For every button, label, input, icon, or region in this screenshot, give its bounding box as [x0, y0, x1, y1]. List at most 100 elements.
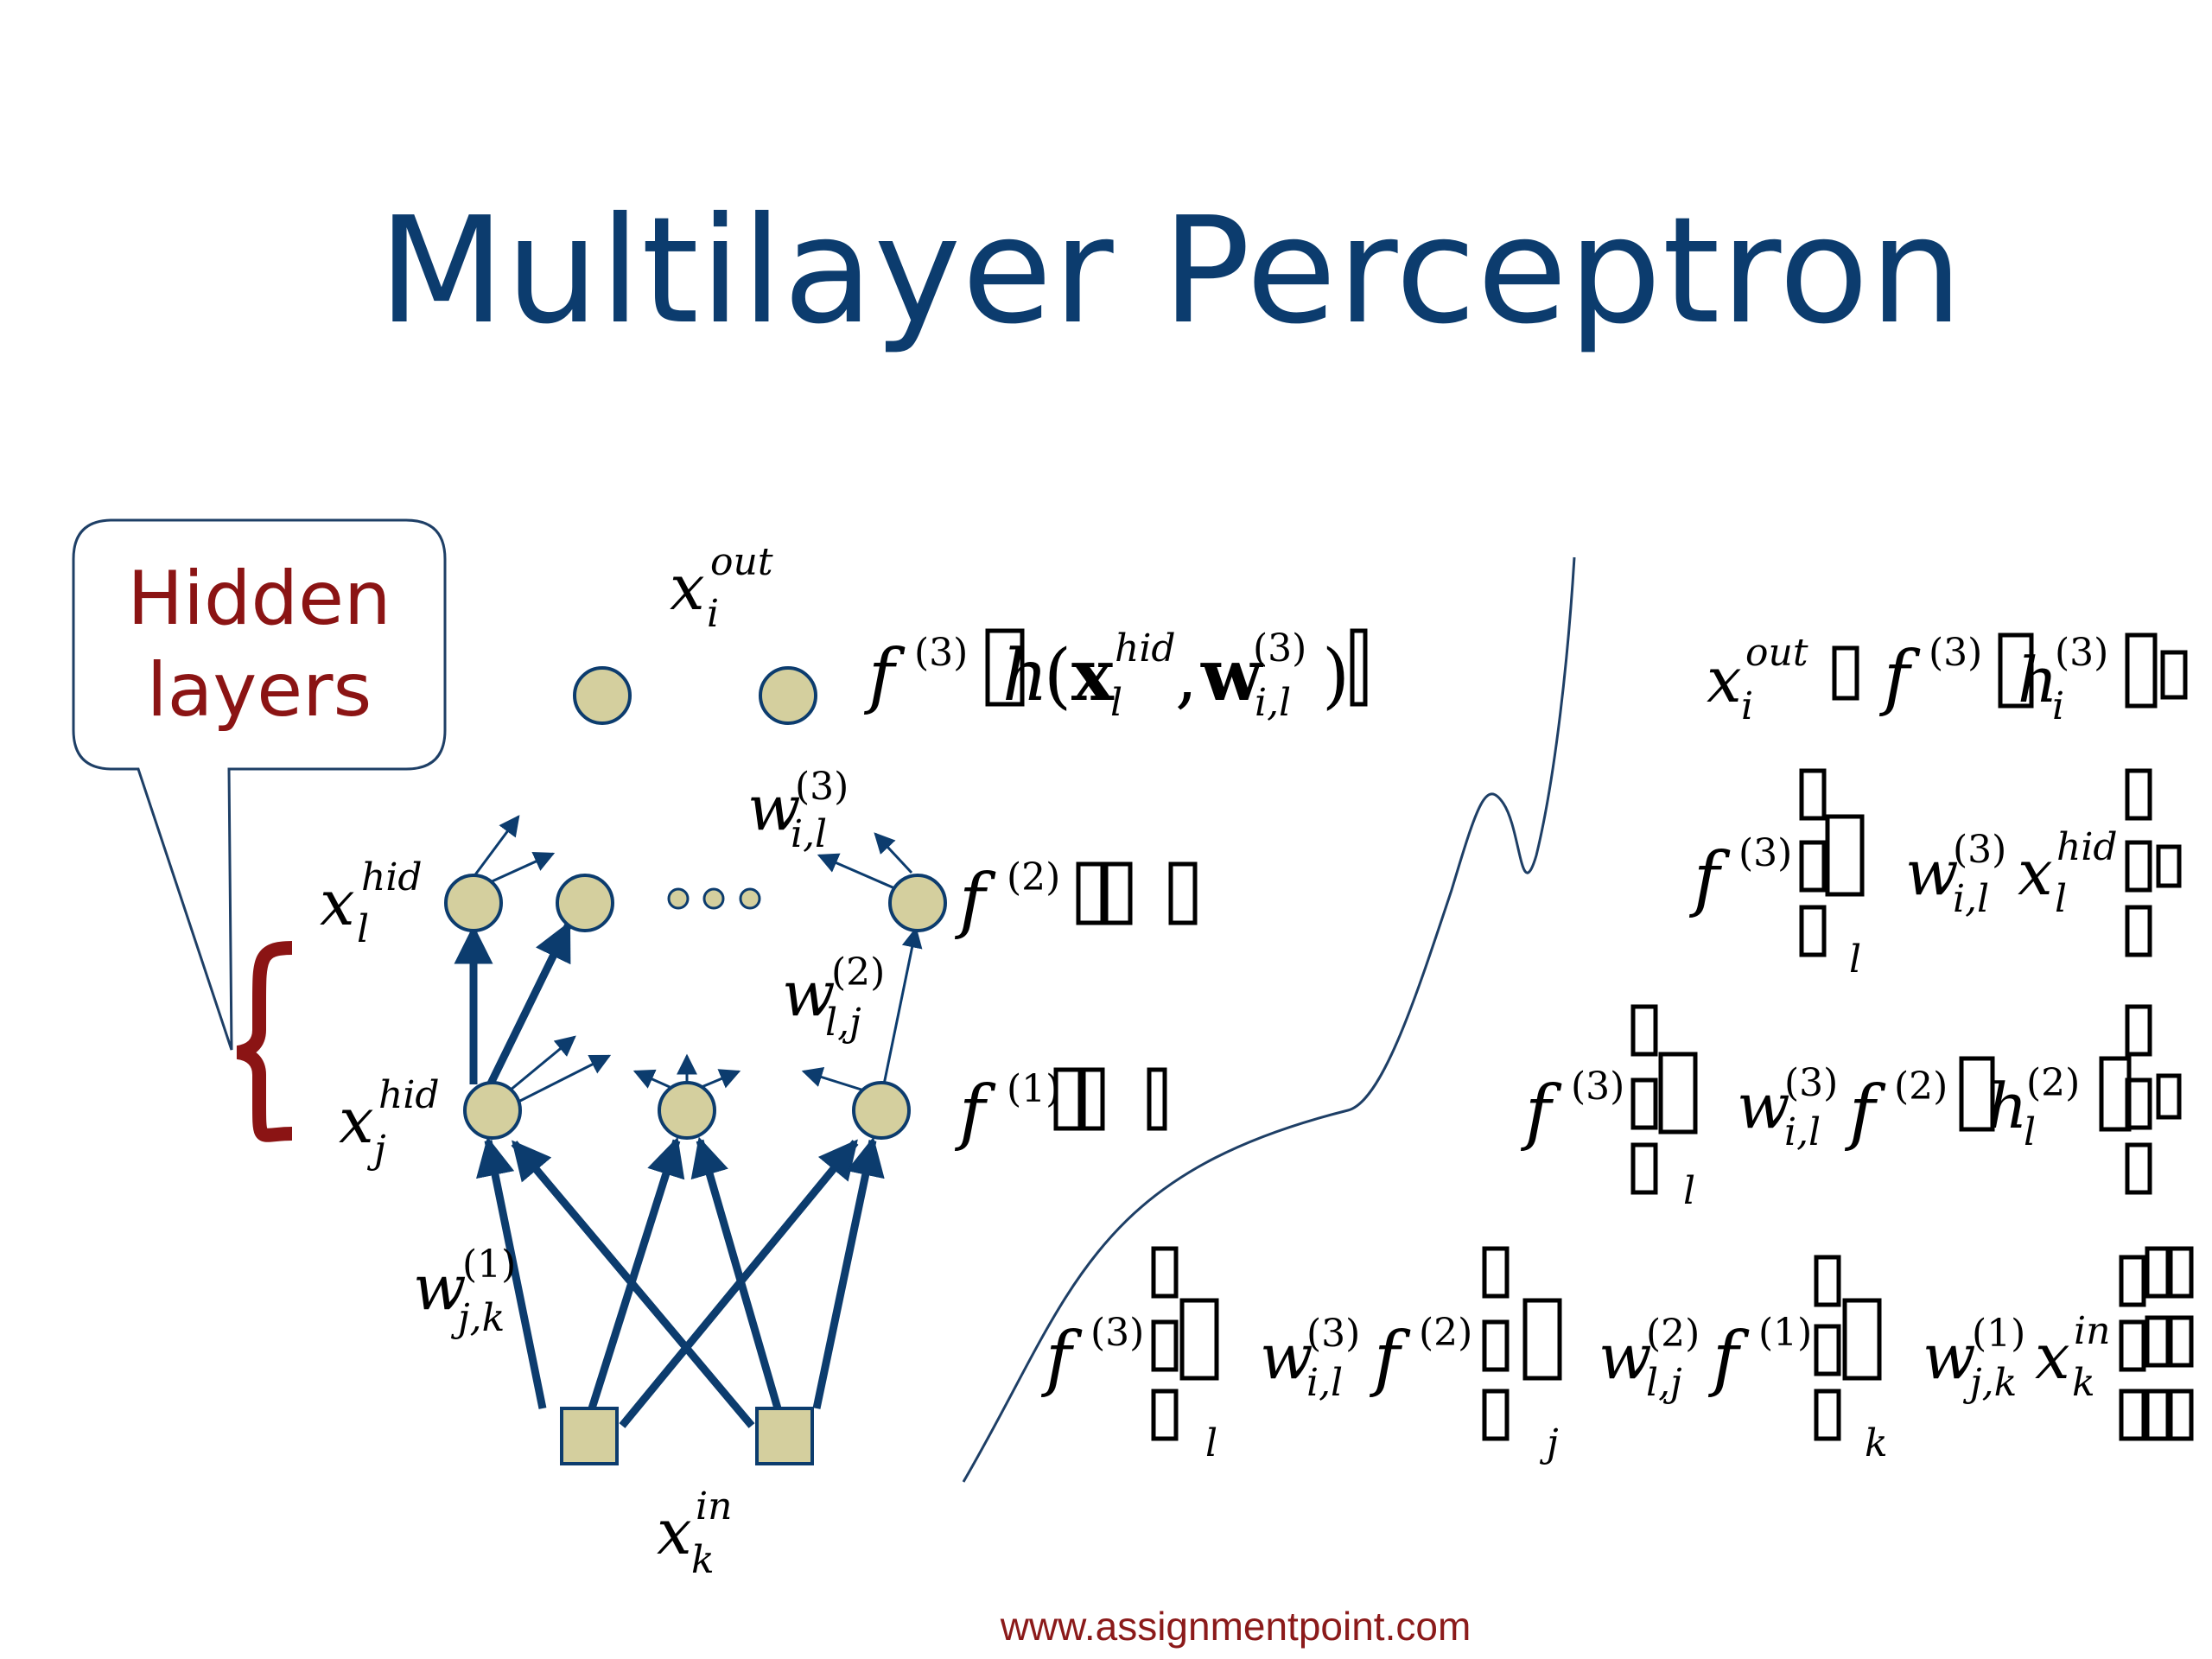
- callout-line-1: Hidden: [127, 556, 391, 642]
- hidden-node: [658, 1081, 716, 1140]
- svg-text:(2): (2): [1646, 1312, 1700, 1356]
- svg-text:l,j: l,j: [825, 1001, 861, 1045]
- svg-text:w: w: [1260, 1320, 1313, 1393]
- svg-text:(2): (2): [1894, 1065, 1948, 1109]
- svg-text:i,l: i,l: [1784, 1110, 1821, 1154]
- input-node: [560, 1407, 619, 1465]
- hidden-layer-1: [463, 1081, 911, 1140]
- svg-text:w: w: [413, 1251, 467, 1324]
- svg-text:h: h: [1987, 1070, 2027, 1142]
- svg-text:f: f: [1688, 838, 1731, 920]
- svg-text:k: k: [2072, 1361, 2095, 1405]
- hidden-layers-brace: [236, 941, 293, 1142]
- equation-hidden-layer-1: f (1): [954, 1067, 1167, 1154]
- svg-text:l: l: [1849, 938, 1861, 982]
- svg-text:(1): (1): [462, 1243, 516, 1287]
- svg-text:x: x: [2035, 1320, 2070, 1393]
- derivation-line-1: x out i f (3) h (3) i: [1707, 631, 2188, 728]
- svg-text:i,l: i,l: [791, 812, 827, 856]
- callout-text: Hidden layers: [78, 553, 441, 736]
- derivation-line-3: f (3) l w (3) i,l f (2) h (2) l: [1520, 1004, 2182, 1213]
- svg-text:x: x: [1071, 634, 1115, 717]
- svg-text:hid: hid: [2056, 825, 2118, 869]
- svg-text:(3): (3): [1571, 1065, 1624, 1109]
- svg-text:l: l: [1205, 1421, 1217, 1465]
- svg-text:(3): (3): [1784, 1061, 1838, 1105]
- svg-text:(2): (2): [1007, 855, 1060, 899]
- svg-text:i,l: i,l: [1255, 681, 1291, 725]
- svg-text:l: l: [357, 907, 369, 951]
- svg-text:w: w: [782, 957, 836, 1030]
- svg-text:(1): (1): [1972, 1312, 2025, 1356]
- equation-output-layer: f (3) h ( x hid l , w (3) i,l ): [863, 626, 1368, 725]
- svg-text:x: x: [657, 1496, 692, 1568]
- svg-text:in: in: [696, 1484, 732, 1529]
- svg-text:f: f: [1844, 1071, 1886, 1154]
- svg-text:in: in: [2074, 1309, 2110, 1353]
- output-node: [573, 666, 632, 725]
- hidden-node: [852, 1081, 911, 1140]
- svg-text:(2): (2): [2026, 1061, 2080, 1105]
- label-x-in: x in k: [657, 1484, 732, 1582]
- hidden-node: [463, 1081, 522, 1140]
- derivation-line-2: f (3) l w (3) i,l x hid l: [1688, 768, 2182, 982]
- svg-text:(2): (2): [831, 950, 885, 995]
- svg-text:j: j: [1539, 1421, 1559, 1465]
- svg-text:(3): (3): [1953, 828, 2006, 872]
- svg-text:hid: hid: [1115, 626, 1176, 671]
- svg-text:l: l: [1110, 681, 1122, 725]
- svg-text:(: (: [1044, 635, 1071, 717]
- footer-url[interactable]: www.assignmentpoint.com: [1000, 1604, 1471, 1649]
- svg-text:(3): (3): [1738, 831, 1792, 875]
- ellipsis-dot: [702, 887, 725, 910]
- svg-text:(3): (3): [1306, 1312, 1360, 1356]
- svg-text:x: x: [1707, 644, 1742, 716]
- svg-text:j,k: j,k: [1962, 1361, 2017, 1405]
- output-layer: [573, 666, 817, 725]
- ellipsis-dot: [667, 887, 690, 910]
- svg-text:f: f: [954, 1071, 996, 1154]
- svg-text:): ): [1322, 635, 1350, 717]
- svg-text:f: f: [1040, 1318, 1083, 1400]
- callout-bubble: [72, 518, 447, 1051]
- svg-text:w: w: [747, 772, 801, 844]
- label-x-out: x out i: [670, 540, 773, 636]
- svg-text:i: i: [707, 592, 719, 636]
- svg-text:out: out: [710, 540, 773, 584]
- input-layer: [560, 1407, 814, 1465]
- svg-text:f: f: [954, 860, 996, 942]
- svg-text:f: f: [1369, 1318, 1411, 1400]
- svg-text:w: w: [1905, 836, 1959, 909]
- svg-text:w: w: [1923, 1320, 1976, 1393]
- svg-text:x: x: [2018, 836, 2053, 909]
- label-x-hid-j: x hid j: [339, 1073, 440, 1172]
- svg-text:out: out: [1745, 631, 1808, 675]
- svg-text:hid: hid: [361, 855, 423, 899]
- label-w2: w (2) l,j: [782, 950, 885, 1045]
- svg-text:x: x: [339, 1084, 374, 1157]
- svg-text:f: f: [863, 635, 906, 717]
- svg-text:w: w: [1599, 1320, 1652, 1393]
- svg-text:k: k: [1865, 1421, 1888, 1465]
- page-title: Multilayer Perceptron: [378, 186, 1964, 357]
- equation-hidden-layer-2: f (2): [954, 855, 1198, 942]
- ellipsis-dot: [739, 887, 761, 910]
- svg-text:x: x: [320, 867, 355, 939]
- svg-text:(3): (3): [1090, 1311, 1144, 1355]
- svg-text:(3): (3): [2055, 631, 2108, 675]
- derivation-line-4: f (3) l w (3) i,l f (2) j w (2) l,j f (1…: [1040, 1246, 2194, 1465]
- svg-text:l,j: l,j: [1646, 1361, 1682, 1405]
- svg-text:f: f: [1878, 637, 1921, 719]
- edges-input-hidden1: [476, 1136, 885, 1428]
- svg-text:(3): (3): [1929, 631, 1982, 675]
- svg-text:f: f: [1520, 1071, 1562, 1154]
- svg-text:j,k: j,k: [450, 1296, 505, 1340]
- svg-text:hid: hid: [378, 1073, 440, 1117]
- output-node: [759, 666, 817, 725]
- svg-text:x: x: [670, 551, 705, 624]
- svg-text:(1): (1): [1758, 1311, 1812, 1355]
- hidden-layer-2: [444, 874, 947, 932]
- label-w3: w (3) i,l: [747, 765, 849, 856]
